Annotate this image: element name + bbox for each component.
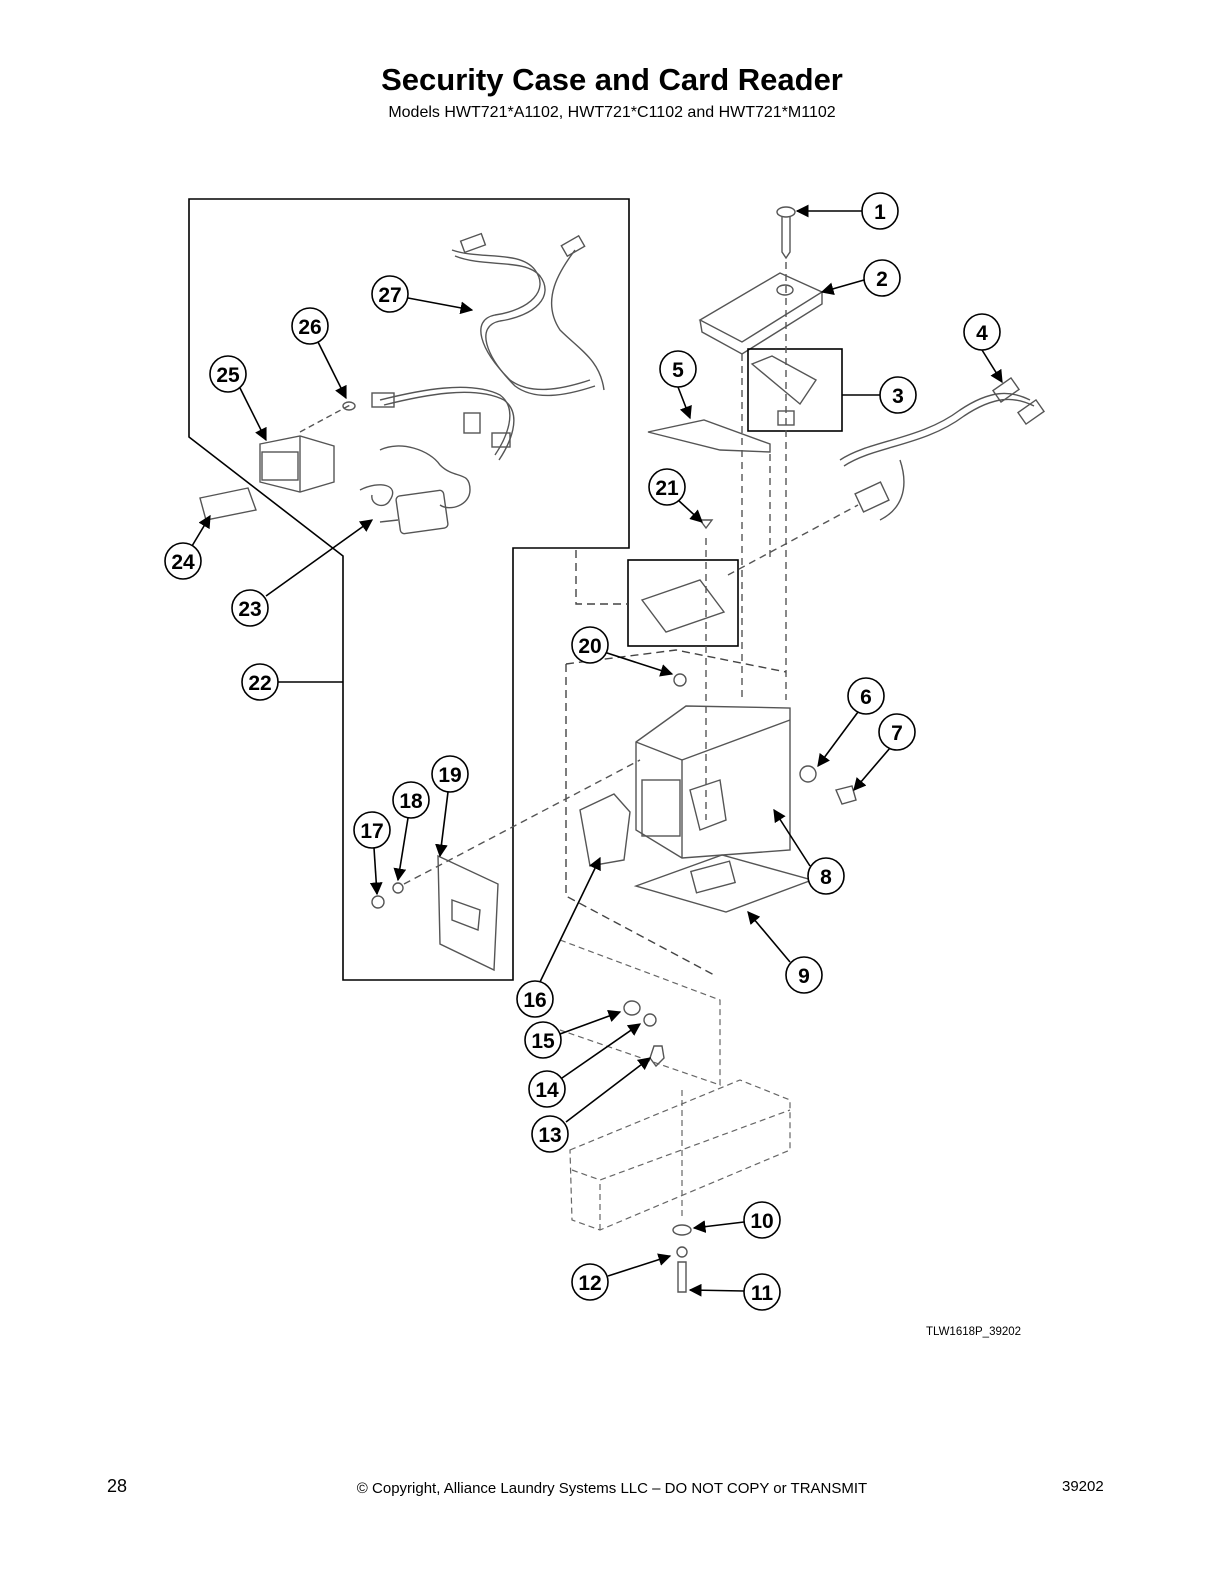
callout-23: 23 <box>231 519 374 627</box>
access-card-part <box>199 487 257 521</box>
callout-18: 18 <box>392 781 430 882</box>
svg-text:2: 2 <box>876 268 888 291</box>
mounting-plate-part <box>371 759 641 972</box>
upper-parts-group <box>575 206 1046 820</box>
callout-24: 24 <box>164 514 211 580</box>
page-number: 28 <box>107 1476 128 1496</box>
callout-15: 15 <box>524 1009 622 1059</box>
svg-text:24: 24 <box>171 551 195 574</box>
callout-4: 4 <box>963 313 1003 384</box>
svg-text:9: 9 <box>798 965 810 988</box>
svg-text:6: 6 <box>860 686 872 709</box>
svg-text:7: 7 <box>891 722 903 745</box>
callout-9: 9 <box>747 911 823 994</box>
svg-text:17: 17 <box>360 820 383 843</box>
svg-text:16: 16 <box>523 989 546 1012</box>
page-subtitle: Models HWT721*A1102, HWT721*C1102 and HW… <box>388 104 836 121</box>
callout-10: 10 <box>692 1201 781 1239</box>
callout-1: 1 <box>795 192 899 230</box>
callout-14: 14 <box>528 1023 642 1108</box>
svg-text:12: 12 <box>578 1272 601 1295</box>
callout-11: 11 <box>688 1273 781 1311</box>
svg-text:5: 5 <box>672 359 684 382</box>
svg-text:23: 23 <box>238 598 261 621</box>
callout-25: 25 <box>209 355 267 442</box>
callout-20: 20 <box>571 626 674 677</box>
svg-text:15: 15 <box>531 1030 555 1053</box>
svg-text:14: 14 <box>535 1079 559 1102</box>
svg-text:4: 4 <box>976 322 988 345</box>
lower-fasteners <box>623 1000 692 1293</box>
callout-17: 17 <box>353 811 391 896</box>
svg-text:25: 25 <box>216 364 240 387</box>
svg-text:18: 18 <box>399 790 423 813</box>
callout-16: 16 <box>516 856 601 1018</box>
svg-text:13: 13 <box>538 1124 561 1147</box>
callout-8: 8 <box>773 808 845 895</box>
callout-12: 12 <box>571 1253 672 1301</box>
callout-13: 13 <box>531 1057 652 1153</box>
kit-outline <box>188 198 630 981</box>
security-case-part <box>565 649 857 977</box>
svg-text:20: 20 <box>578 635 601 658</box>
svg-text:8: 8 <box>820 866 832 889</box>
figure-code: TLW1618P_39202 <box>926 1326 1022 1338</box>
callout-7: 7 <box>853 713 916 791</box>
svg-text:1: 1 <box>874 201 886 224</box>
svg-text:10: 10 <box>750 1210 773 1233</box>
card-reader-part <box>259 401 356 493</box>
svg-text:22: 22 <box>248 672 271 695</box>
page-title: Security Case and Card Reader <box>381 62 843 97</box>
callout-22: 22 <box>241 663 343 701</box>
callout-5: 5 <box>659 350 697 420</box>
svg-text:11: 11 <box>751 1282 774 1305</box>
callout-27: 27 <box>371 275 474 315</box>
callout-19: 19 <box>431 755 469 858</box>
callout-3: 3 <box>842 376 917 414</box>
callouts: 1 2 3 4 5 6 7 <box>164 192 1003 1311</box>
svg-text:26: 26 <box>298 316 321 339</box>
svg-text:19: 19 <box>438 764 461 787</box>
svg-text:27: 27 <box>378 284 401 307</box>
copyright-notice: © Copyright, Alliance Laundry Systems LL… <box>356 1480 868 1497</box>
wiring-harness-part <box>371 232 605 461</box>
callout-26: 26 <box>291 307 347 400</box>
callout-6: 6 <box>817 677 885 768</box>
cabinet-base-part <box>559 939 791 1231</box>
svg-text:3: 3 <box>892 385 904 408</box>
document-number: 39202 <box>1062 1478 1104 1495</box>
callout-21: 21 <box>648 468 703 523</box>
svg-text:21: 21 <box>655 477 679 500</box>
power-adapter-part <box>359 445 471 535</box>
callout-2: 2 <box>820 259 901 297</box>
